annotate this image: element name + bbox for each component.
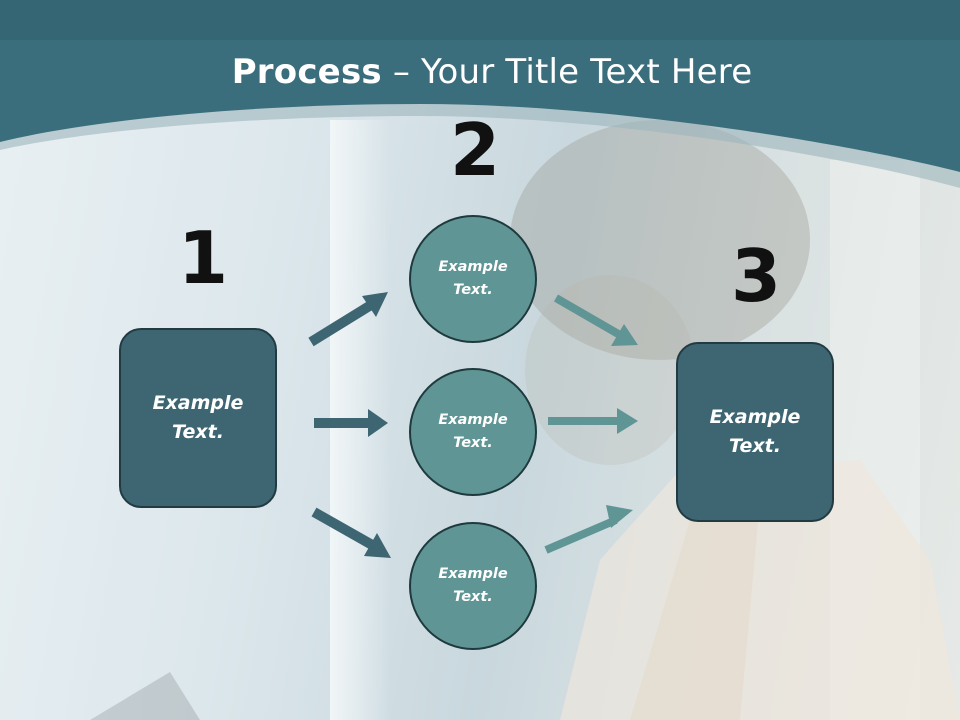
arrow-to-top <box>308 300 374 347</box>
step-number-1: 1 <box>178 216 229 300</box>
process-circle-middle: Example Text. <box>409 368 537 496</box>
arrow-to-bottom <box>311 507 377 551</box>
arrowhead-top <box>362 292 388 317</box>
circle-bottom-line1: Example <box>438 566 508 582</box>
box-start-line2: Text. <box>172 421 224 443</box>
arrowhead-middle <box>368 409 388 437</box>
box-end-line2: Text. <box>729 435 781 457</box>
circle-middle-line1: Example <box>438 412 508 428</box>
process-circle-top: Example Text. <box>409 215 537 343</box>
slide-title: Process – Your Title Text Here <box>0 52 960 92</box>
process-circle-bottom: Example Text. <box>409 522 537 650</box>
title-rest: – Your Title Text Here <box>381 52 753 92</box>
process-box-start: Example Text. <box>119 328 277 508</box>
arrowhead-bottom <box>364 533 391 558</box>
arrow-from-bottom <box>544 516 618 554</box>
circle-top-line2: Text. <box>453 282 493 298</box>
title-bold: Process <box>231 52 382 92</box>
arrowhead-from-bottom <box>606 505 633 528</box>
circle-bottom-line2: Text. <box>453 589 493 605</box>
circle-middle-line2: Text. <box>453 435 493 451</box>
header-band <box>0 0 960 188</box>
circle-top-line1: Example <box>438 259 508 275</box>
box-start-line1: Example <box>152 392 244 414</box>
process-box-end: Example Text. <box>676 342 834 522</box>
arrow-from-top <box>553 294 623 339</box>
step-number-3: 3 <box>731 234 782 318</box>
arrowhead-from-middle <box>617 408 638 434</box>
step-number-2: 2 <box>450 108 501 192</box>
box-end-line1: Example <box>709 406 801 428</box>
arrowhead-from-top <box>611 324 638 346</box>
